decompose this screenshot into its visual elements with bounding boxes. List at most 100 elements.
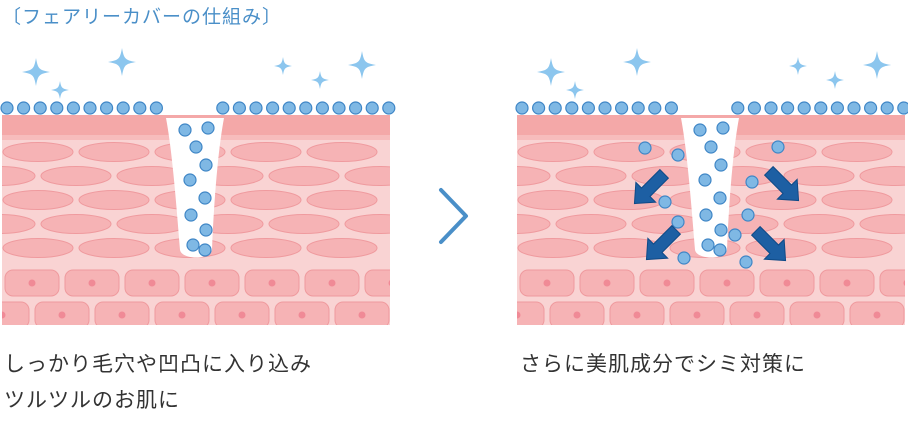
skin-cell bbox=[555, 214, 627, 234]
cell-nucleus bbox=[484, 280, 491, 287]
skin-cell bbox=[517, 142, 589, 162]
sparkle-icons bbox=[22, 48, 376, 99]
skin-cell bbox=[344, 214, 390, 234]
skin-cell bbox=[78, 190, 150, 210]
cell-nucleus bbox=[208, 279, 216, 287]
cell-nucleus bbox=[298, 311, 306, 319]
particle bbox=[671, 215, 685, 229]
cell-nucleus bbox=[148, 279, 156, 287]
particle bbox=[565, 101, 579, 115]
skin-cell bbox=[517, 166, 551, 186]
particle bbox=[701, 238, 715, 252]
skin-cell bbox=[821, 190, 893, 210]
particle bbox=[797, 101, 811, 115]
particle bbox=[728, 228, 742, 242]
cell-nucleus bbox=[388, 280, 390, 286]
skin-cell bbox=[364, 269, 390, 297]
skin-cell bbox=[517, 238, 589, 258]
particle bbox=[531, 101, 546, 115]
arrow-down-right-icon bbox=[750, 225, 787, 262]
particle bbox=[149, 101, 163, 115]
particle bbox=[201, 121, 215, 135]
skin-cell bbox=[517, 214, 551, 234]
particle bbox=[714, 223, 728, 237]
foundation-particles-pore bbox=[693, 121, 730, 257]
skin-cell bbox=[442, 143, 512, 162]
particle bbox=[704, 140, 718, 154]
skin-cells bbox=[2, 142, 390, 325]
skin-cell bbox=[2, 166, 36, 186]
cell-nucleus bbox=[2, 311, 6, 319]
foundation-particles-surface bbox=[515, 101, 908, 115]
particle bbox=[814, 101, 828, 115]
skin-cell bbox=[230, 142, 302, 162]
arrow-up-right-icon bbox=[763, 165, 800, 202]
skin-cell bbox=[859, 166, 905, 186]
cell-nucleus bbox=[517, 311, 521, 319]
skin-cell bbox=[555, 166, 627, 186]
diffusion-arrows bbox=[633, 165, 800, 262]
cell-nucleus bbox=[693, 311, 701, 319]
particle bbox=[739, 255, 753, 269]
particle bbox=[747, 101, 762, 115]
foundation-particles-surface bbox=[0, 101, 396, 115]
beauty-ingredient-particles bbox=[638, 140, 785, 269]
cell-nucleus bbox=[813, 311, 821, 319]
particle bbox=[199, 223, 213, 237]
cell-nucleus bbox=[783, 279, 791, 287]
particle bbox=[184, 208, 198, 222]
skin-cell bbox=[40, 214, 112, 234]
cell-nucleus bbox=[358, 311, 366, 319]
arrow-down-left-icon bbox=[645, 224, 682, 261]
skin-cell bbox=[442, 239, 512, 258]
skin-cell bbox=[517, 301, 545, 325]
particle bbox=[198, 243, 212, 257]
cell-nucleus bbox=[873, 311, 881, 319]
skin-cell bbox=[517, 190, 589, 210]
particle bbox=[771, 140, 785, 154]
particle bbox=[713, 243, 727, 257]
particle bbox=[199, 158, 213, 172]
cell-nucleus bbox=[28, 279, 36, 287]
particle bbox=[698, 173, 712, 187]
particle bbox=[764, 101, 778, 115]
chevron-right-icon bbox=[439, 188, 468, 244]
skin-cell bbox=[593, 142, 665, 162]
cell-nucleus bbox=[903, 280, 905, 286]
right-caption: さらに美肌成分でシミ対策に bbox=[520, 346, 806, 382]
particle bbox=[0, 101, 14, 115]
particle bbox=[648, 101, 662, 115]
skin-cell bbox=[460, 270, 514, 296]
skin-cell bbox=[344, 166, 390, 186]
foundation-particles-pore bbox=[178, 121, 215, 257]
skin-cell bbox=[821, 142, 893, 162]
particle bbox=[282, 101, 296, 115]
particle bbox=[693, 123, 707, 137]
particle bbox=[699, 208, 713, 222]
skin-cell bbox=[879, 269, 905, 297]
skin-cell bbox=[230, 238, 302, 258]
diagram-heading: 〔フェアリーカバーの仕組み〕 bbox=[2, 6, 283, 28]
cell-nucleus bbox=[328, 279, 336, 287]
cell-nucleus bbox=[178, 311, 186, 319]
skin-cell bbox=[2, 301, 30, 325]
particle bbox=[365, 101, 379, 115]
particle bbox=[178, 123, 192, 137]
particle bbox=[232, 101, 246, 115]
left-caption-line-1: しっかり毛穴や凹凸に入り込み bbox=[4, 352, 312, 376]
skin-cell bbox=[116, 214, 188, 234]
skin-diagram-before bbox=[0, 48, 396, 325]
particle bbox=[880, 101, 894, 115]
skin-cell bbox=[40, 166, 112, 186]
cell-nucleus bbox=[603, 279, 611, 287]
particle bbox=[66, 101, 81, 115]
particle bbox=[299, 101, 313, 115]
particle bbox=[745, 175, 759, 189]
particle bbox=[186, 238, 200, 252]
right-caption-line-1: さらに美肌成分でシミ対策に bbox=[520, 352, 806, 376]
skin-cell bbox=[2, 190, 74, 210]
particle bbox=[677, 251, 691, 265]
cell-nucleus bbox=[843, 279, 851, 287]
skin-cell bbox=[268, 214, 340, 234]
arrow-up-left-icon bbox=[633, 168, 670, 205]
